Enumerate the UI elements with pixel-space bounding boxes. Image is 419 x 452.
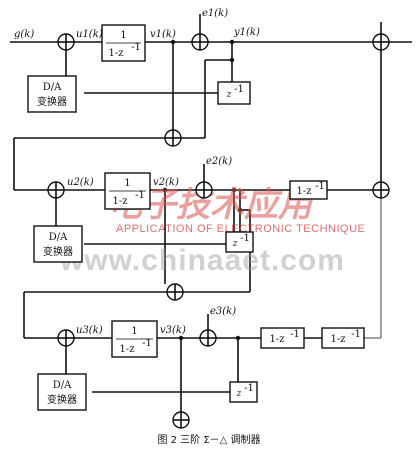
svg-text:1-z: 1-z	[108, 48, 123, 59]
svg-text:-1: -1	[351, 329, 361, 340]
sum-node-1b	[191, 33, 209, 51]
summing-junctions	[47, 33, 390, 429]
svg-text:z: z	[232, 239, 238, 249]
figure-caption: 图 2 三阶 Σ－△ 调制器	[157, 433, 260, 446]
delay-block-1: z -1	[217, 81, 251, 105]
svg-text:-1: -1	[290, 329, 300, 340]
sum-node-3b	[199, 329, 217, 347]
sum-node-1a	[57, 33, 75, 51]
sum-node-combiner-1	[164, 129, 182, 147]
integrator-block-1: 1 1-z -1	[101, 24, 146, 62]
watermark-url: www.chinaaet.com	[59, 244, 345, 277]
svg-text:变换器: 变换器	[43, 245, 73, 258]
svg-text:1: 1	[131, 326, 137, 337]
svg-text:1-z: 1-z	[112, 196, 127, 207]
label-u2: u2(k)	[67, 177, 94, 188]
integrator-block-3: 1 1-z -1	[111, 320, 158, 358]
svg-text:-1: -1	[240, 233, 250, 244]
da-converter-2: D/A 变换器	[33, 225, 83, 263]
da-converter-1: D/A 变换器	[27, 75, 77, 113]
integrator-block-2: 1 1-z -1	[104, 172, 151, 210]
svg-text:-1: -1	[315, 181, 325, 192]
wires	[10, 14, 412, 428]
diff-block-stage2: 1-z -1	[289, 180, 328, 200]
watermark: 电子技术应用 APPLICATION OF ELECTRONIC TECHNIQ…	[59, 185, 365, 277]
label-e2: e2(k)	[206, 156, 232, 167]
sum-node-3a	[57, 329, 75, 347]
svg-text:变换器: 变换器	[47, 393, 77, 406]
sum-node-2a	[47, 181, 65, 199]
svg-text:-1: -1	[234, 84, 244, 95]
sum-node-bottom	[172, 411, 190, 429]
sum-node-right-1	[372, 33, 390, 51]
svg-text:-1: -1	[142, 338, 152, 349]
label-g: g(k)	[14, 29, 34, 40]
label-v1: v1(k)	[150, 29, 176, 40]
label-y1: y1(k)	[233, 27, 260, 38]
sum-node-right-2	[372, 181, 390, 199]
sum-node-2b	[195, 181, 213, 199]
junction-dots	[162, 39, 243, 341]
delay-block-2: z -1	[225, 231, 254, 253]
svg-text:变换器: 变换器	[37, 95, 67, 108]
svg-text:D/A: D/A	[49, 232, 68, 243]
diff-block-stage3-a: 1-z -1	[260, 327, 305, 349]
svg-text:D/A: D/A	[53, 380, 72, 391]
svg-text:D/A: D/A	[43, 82, 62, 93]
da-converter-3: D/A 变换器	[37, 373, 87, 411]
svg-text:1-z: 1-z	[119, 344, 134, 355]
label-u3: u3(k)	[76, 325, 103, 336]
svg-text:1: 1	[120, 30, 126, 41]
blocks: 1 1-z -1 1 1-z -1 1 1-z -1 z -1 z	[27, 24, 365, 411]
delay-block-3: z -1	[229, 381, 258, 403]
label-e3: e3(k)	[210, 306, 236, 317]
svg-text:z: z	[236, 389, 242, 399]
svg-text:1: 1	[124, 178, 130, 189]
signal-labels: g(k) u1(k) v1(k) e1(k) y1(k) u2(k) v2(k)…	[14, 8, 260, 336]
label-v3: v3(k)	[160, 325, 186, 336]
svg-text:-1: -1	[244, 383, 254, 394]
sum-node-combiner-2	[166, 283, 184, 301]
svg-text:1-z: 1-z	[269, 334, 284, 345]
label-u1: u1(k)	[76, 29, 103, 40]
svg-text:z: z	[226, 90, 232, 100]
label-v2: v2(k)	[153, 177, 179, 188]
svg-text:-1: -1	[131, 42, 141, 53]
watermark-en: APPLICATION OF ELECTRONIC TECHNIQUE	[116, 223, 365, 235]
svg-text:1-z: 1-z	[296, 186, 311, 197]
svg-text:-1: -1	[135, 190, 145, 201]
diff-block-stage3-b: 1-z -1	[321, 327, 365, 349]
label-e1: e1(k)	[202, 8, 228, 19]
svg-text:1-z: 1-z	[330, 334, 345, 345]
